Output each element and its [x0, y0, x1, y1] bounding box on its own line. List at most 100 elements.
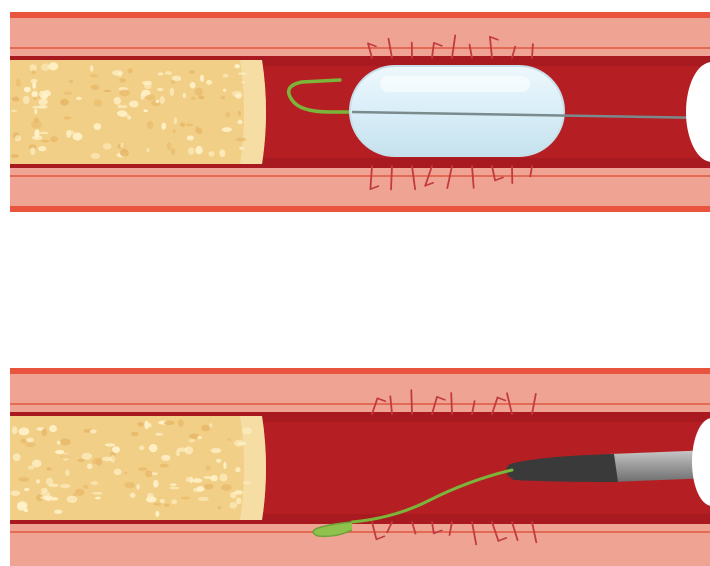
plaque-speckle	[54, 510, 62, 515]
plaque-speckle	[43, 90, 51, 97]
plaque-speckle	[211, 448, 222, 453]
plaque-speckle	[34, 109, 37, 115]
plaque-speckle	[177, 448, 188, 452]
plaque-speckle	[156, 100, 160, 103]
plaque-speckle	[183, 93, 186, 98]
plaque-speckle	[153, 480, 158, 488]
plaque-speckle	[223, 462, 226, 469]
plaque-speckle	[169, 487, 179, 490]
plaque-speckle	[195, 126, 200, 133]
plaque-speckle	[223, 89, 226, 92]
plaque-speckle	[144, 421, 149, 429]
plaque-speckle	[92, 492, 103, 495]
plaque-speckle	[197, 486, 205, 491]
plaque-speckle	[136, 484, 140, 490]
plaque-speckle	[84, 429, 90, 433]
plaque-speckle	[172, 76, 182, 81]
plaque-speckle	[37, 105, 48, 109]
plaque-speckle	[63, 92, 72, 95]
plaque-speckle	[36, 479, 40, 484]
plaque-speckle	[193, 478, 203, 483]
plaque-speckle	[198, 497, 209, 501]
plaque-speckle	[82, 453, 93, 460]
plaque-speckle	[234, 440, 244, 447]
plaque-speckle	[167, 142, 172, 149]
plaque-speckle	[238, 72, 248, 75]
plaque-speckle	[91, 481, 99, 485]
plaque-speckle	[191, 97, 196, 100]
plaque-speckle	[103, 143, 112, 150]
plaque-speckle	[40, 496, 50, 500]
plaque-speckle	[186, 124, 193, 127]
plaque-speckle	[24, 488, 29, 491]
stretch-mark	[451, 393, 452, 414]
plaque-speckle	[38, 99, 48, 106]
plaque-speckle	[161, 123, 166, 130]
plaque-speckle	[204, 484, 213, 490]
plaque-speckle	[91, 153, 101, 159]
plaque-speckle	[201, 425, 210, 432]
plaque-speckle	[90, 74, 98, 77]
plaque-speckle	[227, 438, 231, 441]
plaque-speckle	[105, 443, 115, 446]
plaque-speckle	[171, 499, 177, 504]
plaque-speckle	[38, 146, 46, 151]
plaque-speckle	[219, 149, 225, 157]
plaque-speckle	[60, 438, 71, 445]
plaque-speckle	[155, 511, 159, 517]
plaque-speckle	[160, 464, 169, 468]
plaque-speckle	[220, 474, 228, 482]
plaque-speckle	[158, 72, 164, 75]
plaque-speckle	[220, 96, 225, 100]
plaque-speckle	[92, 458, 99, 464]
wire-panel	[10, 368, 710, 566]
plaque-speckle	[128, 68, 133, 73]
plaque-speckle	[94, 123, 102, 130]
plaque-speckle	[110, 455, 115, 463]
plaque-speckle	[31, 120, 42, 128]
plaque-speckle	[216, 459, 221, 463]
plaque-speckle	[130, 493, 136, 498]
plaque-speckle	[236, 138, 246, 142]
plaque-speckle	[137, 422, 143, 427]
plaque-speckle	[180, 123, 185, 128]
plaque-speckle	[243, 481, 252, 484]
plaque-speckle	[16, 79, 21, 87]
stretch-mark	[411, 390, 412, 414]
plaque-speckle	[145, 471, 152, 478]
plaque-speckle	[174, 117, 177, 124]
plaque-speckle	[112, 70, 123, 76]
plaque-speckle	[131, 432, 139, 436]
plaque-speckle	[147, 493, 154, 499]
plaque-speckle	[69, 80, 73, 83]
plaque-speckle	[114, 469, 122, 475]
plaque-speckle	[75, 489, 85, 496]
plaque-speckle	[221, 484, 232, 491]
plaque-speckle	[119, 89, 130, 96]
plaque-speckle	[104, 90, 112, 92]
plaque-speckle	[232, 91, 242, 97]
plaque-speckle	[236, 498, 242, 505]
plaque-speckle	[32, 135, 42, 140]
plaque-speckle	[57, 441, 61, 445]
balloon-panel	[10, 12, 710, 212]
plaque-speckle	[41, 63, 50, 71]
plaque-speckle	[153, 503, 161, 506]
plaque-speckle	[181, 497, 191, 500]
plaque-speckle	[129, 101, 138, 108]
plaque-speckle	[149, 444, 158, 452]
plaque-speckle	[31, 70, 35, 74]
plaque-speckle	[189, 70, 195, 74]
plaque-speckle	[78, 459, 85, 462]
plaque-speckle	[161, 455, 170, 461]
plaque-speckle	[165, 71, 172, 75]
plaque-speckle	[12, 97, 20, 102]
plaque-speckle	[164, 504, 169, 507]
plaque-speckle	[206, 465, 211, 471]
plaque-speckle	[189, 439, 195, 443]
plaque-speckle	[160, 96, 165, 104]
plaque-speckle	[28, 466, 34, 470]
plaque-speckle	[94, 99, 102, 107]
